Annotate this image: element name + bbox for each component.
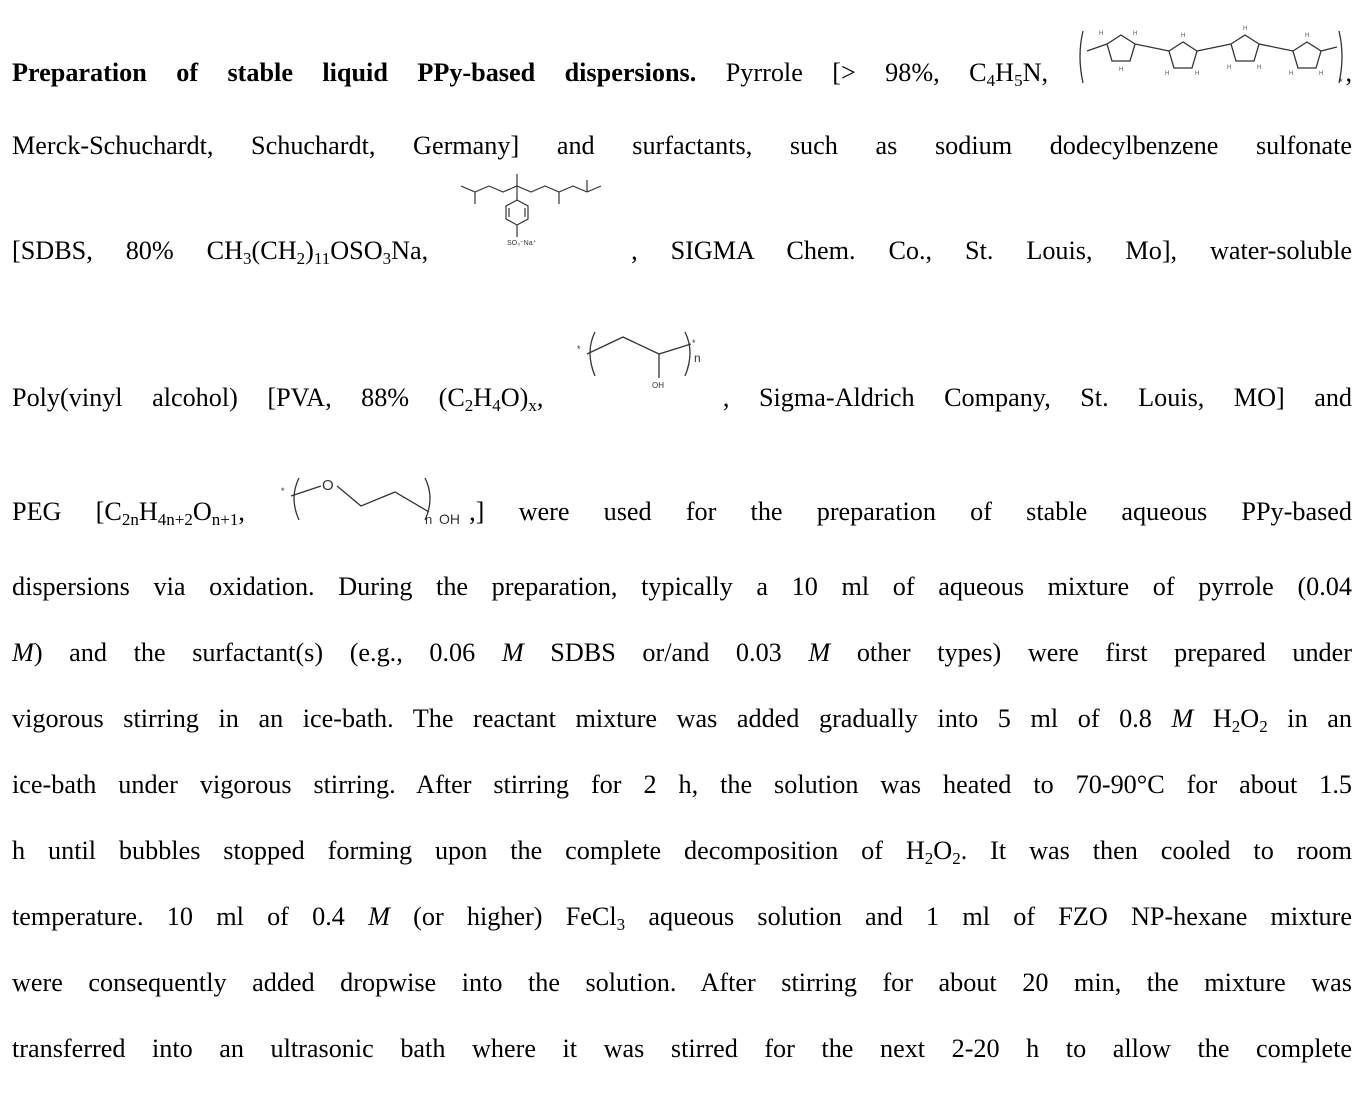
svg-text:SO₃⁻Na⁺: SO₃⁻Na⁺ [507,239,537,247]
line-6: dispersions via oxidation. During the pr… [12,572,1352,601]
peg-structure-drawing: * O n OH [281,477,460,527]
sdbs-structure-drawing: SO₃⁻Na⁺ [461,173,602,247]
svg-text:OH: OH [439,511,460,527]
line-10: h until bubbles stopped forming upon the… [12,836,1352,868]
polypyrrole-structure-drawing: H H H H H H H H H H H H * [1079,26,1343,87]
svg-text:*: * [577,344,581,354]
line-4: Poly(vinyl alcohol) [PVA, 88% (C2H4O)x, … [12,331,1352,416]
line-7: M) and the surfactant(s) (e.g., 0.06 M S… [12,638,1352,667]
svg-text:H: H [1099,31,1103,37]
svg-text:OH: OH [652,381,664,390]
line-13: transferred into an ultrasonic bath wher… [12,1034,1352,1063]
line-11: temperature. 10 ml of 0.4 M (or higher) … [12,902,1352,934]
line-9: ice-bath under vigorous stirring. After … [12,770,1352,799]
svg-text:*: * [1339,77,1343,87]
svg-text:H: H [1133,31,1137,37]
svg-text:H: H [1257,65,1261,71]
line-3: [SDBS, 80% CH3(CH2)11OSO3Na, SO₃⁻Na⁺ , S… [12,173,1352,269]
svg-text:H: H [1319,71,1323,77]
peg-structure: * O n OH [279,477,469,530]
svg-text:H: H [1181,33,1185,39]
svg-text:*: * [692,338,696,348]
svg-text:H: H [1305,33,1309,39]
svg-text:O: O [322,477,334,494]
line-2: Merck-Schuchardt, Schuchardt, Germany] a… [12,131,1352,160]
pva-structure-drawing: * * n OH [577,331,701,390]
svg-text:H: H [1165,71,1169,77]
pva-structure: * * n OH [573,331,723,416]
polypyrrole-structure: H H H H H H H H H H H H * [1077,26,1345,91]
svg-text:H: H [1243,26,1247,32]
line-1: Preparation of stable liquid PPy-based d… [12,26,1352,91]
svg-text:H: H [1227,65,1231,71]
svg-text:n: n [694,351,701,365]
line-8: vigorous stirring in an ice-bath. The re… [12,704,1352,736]
svg-text:H: H [1195,71,1199,77]
svg-text:*: * [281,486,285,496]
sdbs-structure: SO₃⁻Na⁺ [461,173,631,269]
svg-text:H: H [1289,71,1293,77]
line-12: were consequently added dropwise into th… [12,968,1352,997]
section-heading: Preparation of stable liquid PPy-based d… [12,58,697,87]
svg-text:H: H [1119,67,1123,73]
line-5: PEG [C2nH4n+2On+1, * O n OH ,] were used… [12,477,1352,530]
svg-text:n: n [425,512,432,527]
